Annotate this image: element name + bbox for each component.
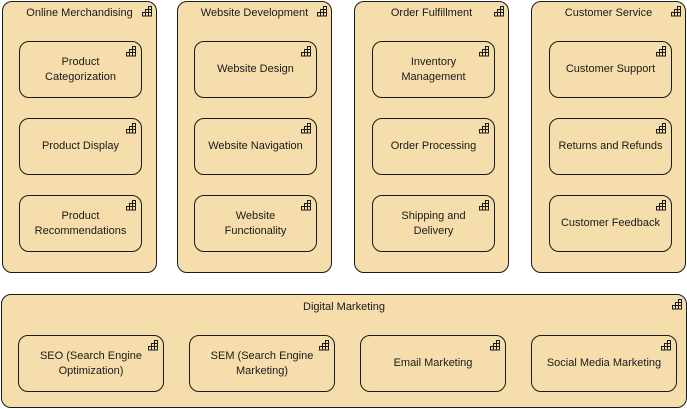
capability-icon — [489, 340, 500, 351]
capability-box[interactable]: Customer Feedback — [549, 195, 672, 252]
capability-label: Email Marketing — [393, 357, 473, 369]
capability-box[interactable]: Inventory Management — [372, 41, 495, 98]
capability-icon — [300, 46, 311, 57]
capability-icon — [660, 340, 671, 351]
capability-icon — [478, 200, 489, 211]
capability-icon — [318, 340, 329, 351]
capability-icon — [300, 123, 311, 134]
capability-box[interactable]: Order Processing — [372, 118, 495, 175]
capability-label: Customer Support — [565, 63, 656, 75]
group-title: Online Merchandising — [26, 7, 133, 19]
capability-icon — [655, 46, 666, 57]
capability-label: Order Processing — [390, 140, 477, 152]
capability-icon — [670, 6, 681, 17]
group-title: Digital Marketing — [303, 301, 385, 313]
capability-box[interactable]: Product Recommendations — [19, 195, 142, 252]
group-order-fulfillment[interactable]: Order Fulfillment Inventory Management O… — [354, 1, 509, 273]
group-customer-service[interactable]: Customer Service Customer Support Return… — [531, 1, 686, 273]
capability-icon — [300, 200, 311, 211]
capability-icon — [478, 46, 489, 57]
capability-label: Product Display — [41, 140, 120, 152]
capability-icon — [141, 6, 152, 17]
capability-icon — [655, 200, 666, 211]
capability-icon — [125, 46, 136, 57]
capability-icon — [478, 123, 489, 134]
capability-label: Website Navigation — [208, 140, 303, 152]
group-website-development[interactable]: Website Development Website Design Websi… — [177, 1, 332, 273]
capability-icon — [655, 123, 666, 134]
capability-box[interactable]: Shipping and Delivery — [372, 195, 495, 252]
capability-label: Inventory Management — [401, 55, 466, 83]
capability-label: Returns and Refunds — [558, 140, 663, 152]
group-title: Customer Service — [564, 7, 653, 19]
capability-box[interactable]: Product Display — [19, 118, 142, 175]
capability-box[interactable]: SEM (Search Engine Marketing) — [189, 335, 335, 392]
capability-label: Shipping and Delivery — [401, 209, 466, 237]
capability-label: SEM (Search Engine Marketing) — [210, 349, 314, 377]
capability-box[interactable]: Social Media Marketing — [531, 335, 677, 392]
capability-box[interactable]: Website Design — [194, 41, 317, 98]
group-online-merchandising[interactable]: Online Merchandising Product Categorizat… — [2, 1, 157, 273]
capability-box[interactable]: Customer Support — [549, 41, 672, 98]
capability-box[interactable]: Returns and Refunds — [549, 118, 672, 175]
capability-icon — [147, 340, 158, 351]
capability-box[interactable]: Product Categorization — [19, 41, 142, 98]
capability-label: Website Functionality — [224, 209, 287, 237]
capability-box[interactable]: Email Marketing — [360, 335, 506, 392]
capability-icon — [671, 299, 682, 310]
group-digital-marketing[interactable]: Digital Marketing SEO (Search Engine Opt… — [1, 294, 687, 408]
capability-label: Website Design — [217, 63, 294, 75]
capability-label: Social Media Marketing — [546, 357, 662, 369]
capability-label: Product Categorization — [45, 55, 116, 83]
capability-icon — [125, 123, 136, 134]
capability-box[interactable]: Website Navigation — [194, 118, 317, 175]
capability-label: SEO (Search Engine Optimization) — [39, 349, 143, 377]
capability-label: Customer Feedback — [560, 217, 661, 229]
capability-icon — [493, 6, 504, 17]
capability-icon — [125, 200, 136, 211]
group-title: Website Development — [200, 7, 309, 19]
capability-label: Product Recommendations — [34, 209, 127, 237]
group-title: Order Fulfillment — [390, 7, 473, 19]
capability-icon — [316, 6, 327, 17]
capability-box[interactable]: Website Functionality — [194, 195, 317, 252]
capability-box[interactable]: SEO (Search Engine Optimization) — [18, 335, 164, 392]
